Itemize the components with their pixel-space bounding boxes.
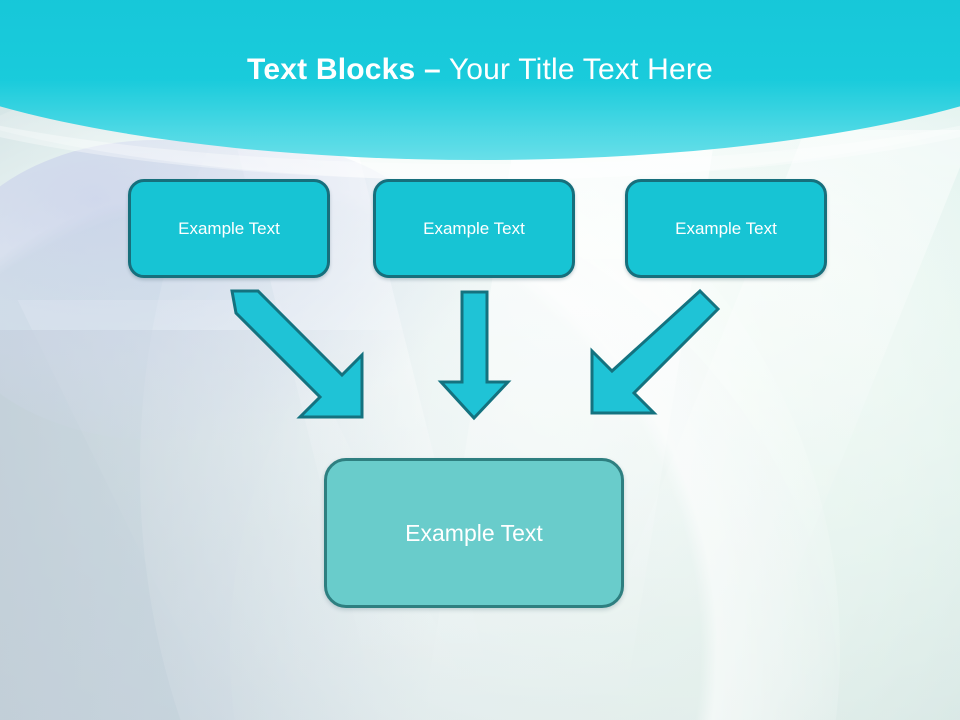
header-banner-highlight: [0, 0, 960, 180]
page-title-normal: Your Title Text Here: [440, 53, 713, 86]
text-block-2[interactable]: Example Text: [373, 179, 575, 278]
text-block-1-label: Example Text: [178, 218, 280, 238]
result-text-block-label: Example Text: [405, 519, 543, 546]
header-banner: [0, 0, 960, 160]
text-block-1[interactable]: Example Text: [128, 179, 330, 278]
text-block-3[interactable]: Example Text: [625, 179, 827, 278]
text-block-2-label: Example Text: [423, 218, 525, 238]
result-text-block[interactable]: Example Text: [324, 458, 624, 608]
page-title-strong: Text Blocks –: [247, 53, 441, 86]
text-block-3-label: Example Text: [675, 218, 777, 238]
page-title: Text Blocks – Your Title Text Here: [0, 52, 960, 88]
